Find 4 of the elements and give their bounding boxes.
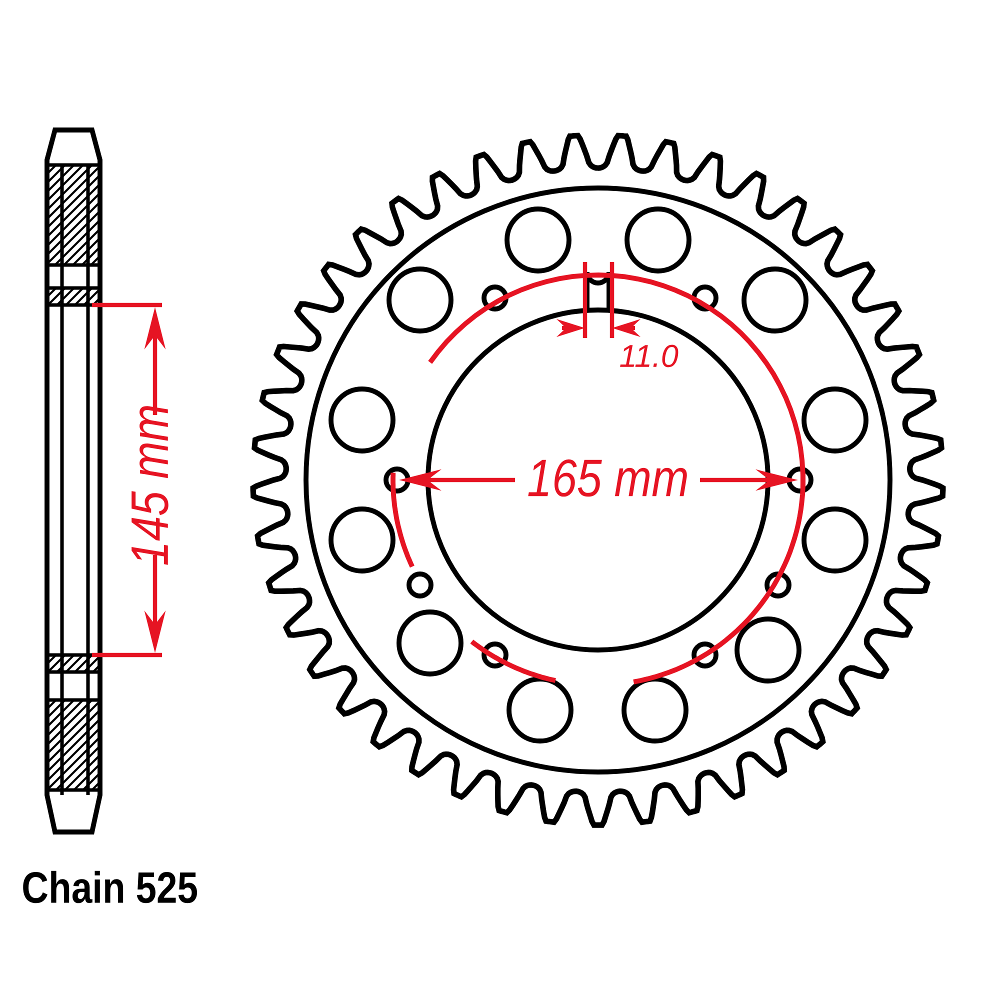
dimension-label: 145 mm	[132, 406, 168, 565]
dimension-label: 165 mm	[528, 459, 687, 497]
chain-label: Chain 525	[23, 870, 198, 904]
dimension-label: 11.0	[620, 344, 678, 368]
